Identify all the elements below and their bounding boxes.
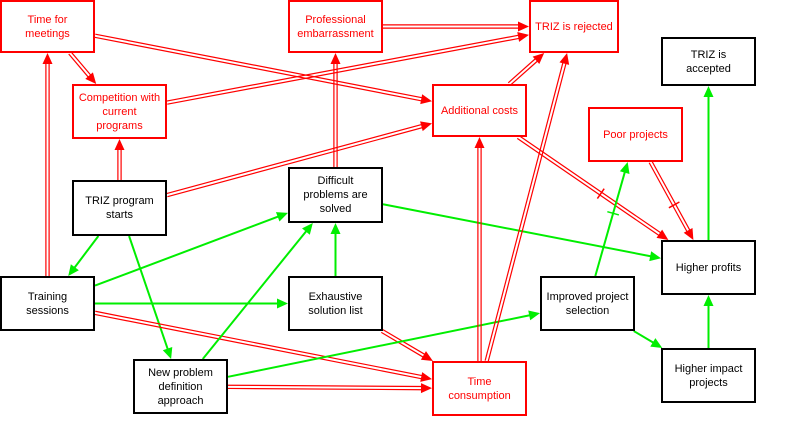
node-triz-starts: TRIZ program starts	[72, 180, 167, 236]
edge-improved-selection-to-higher-impact	[633, 330, 663, 348]
edge-new-problem-to-time-consumption	[227, 383, 432, 394]
edge-time-consumption-to-additional-costs	[474, 137, 485, 361]
node-new-problem: New problem definition approach	[133, 359, 228, 414]
edge-time-consumption-to-triz-rejected	[484, 53, 570, 362]
node-difficult-solved: Difficult problems are solved	[288, 167, 383, 223]
node-additional-costs: Additional costs	[432, 84, 527, 137]
node-triz-rejected: TRIZ is rejected	[529, 0, 619, 53]
edge-prof-embarrass-to-triz-rejected	[383, 21, 529, 32]
edge-new-problem-to-difficult-solved	[201, 223, 313, 360]
edge-training-to-difficult-solved	[94, 212, 288, 287]
edge-triz-starts-to-training	[68, 235, 100, 276]
node-higher-profits: Higher profits	[661, 240, 756, 295]
edge-training-to-time-consumption	[94, 310, 432, 382]
edge-improved-selection-to-poor-projects	[594, 162, 630, 277]
edge-difficult-solved-to-prof-embarrass	[330, 53, 341, 167]
edge-competition-to-triz-rejected	[166, 32, 529, 105]
edge-triz-starts-to-new-problem	[128, 235, 173, 359]
node-poor-projects: Poor projects	[588, 107, 683, 162]
node-exhaustive: Exhaustive solution list	[288, 276, 383, 331]
edge-time-meetings-to-additional-costs	[94, 33, 432, 105]
edge-triz-starts-to-additional-costs	[166, 121, 432, 198]
edge-triz-starts-to-competition	[114, 139, 125, 180]
edge-time-meetings-to-competition	[68, 51, 97, 84]
edge-difficult-solved-to-higher-profits	[382, 203, 661, 262]
node-time-meetings: Time for meetings	[0, 0, 95, 53]
edge-higher-impact-to-higher-profits	[703, 295, 714, 348]
node-competition: Competition with current programs	[72, 84, 167, 139]
node-prof-embarrass: Professional embarrassment	[288, 0, 383, 53]
edge-higher-profits-to-triz-accepted	[703, 86, 714, 240]
edge-additional-costs-to-triz-rejected	[507, 53, 545, 86]
node-training: Training sessions	[0, 276, 95, 331]
node-improved-selection: Improved project selection	[540, 276, 635, 331]
edge-training-to-time-meetings	[42, 53, 53, 276]
edge-poor-projects-to-higher-profits	[648, 160, 694, 240]
edge-training-to-exhaustive	[95, 298, 288, 309]
node-higher-impact: Higher impact projects	[661, 348, 756, 403]
node-time-consumption: Time consumption	[432, 361, 527, 416]
edge-exhaustive-to-difficult-solved	[330, 223, 341, 276]
edge-exhaustive-to-time-consumption	[380, 329, 433, 361]
node-triz-accepted: TRIZ is accepted	[661, 37, 756, 86]
